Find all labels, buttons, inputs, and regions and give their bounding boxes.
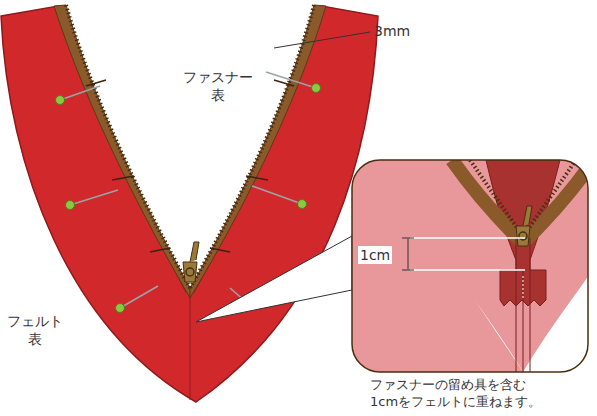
caption-note: ファスナーの留め具を含む 1cmをフェルトに重ねます。 <box>370 377 550 411</box>
part-label: ファスナー 表 <box>178 68 258 104</box>
part-label: フェルト 表 <box>0 312 70 348</box>
dimension-label: 3mm <box>374 22 434 40</box>
dimension-label: 1cm <box>358 246 392 264</box>
